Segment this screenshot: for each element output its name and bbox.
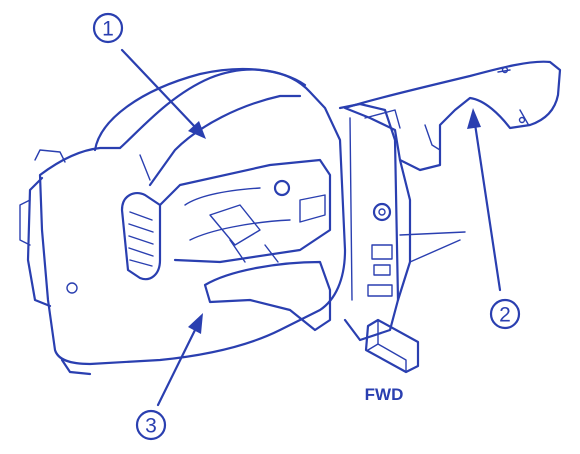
instrument-panel-drawing xyxy=(19,60,562,376)
leader-arrow-3 xyxy=(156,313,203,407)
forward-direction-arrow xyxy=(364,318,420,374)
callout-1-label: 1 xyxy=(102,18,114,41)
leader-arrow-1 xyxy=(120,48,206,139)
leader-arrow-2 xyxy=(467,108,502,292)
callout-3-label: 3 xyxy=(145,415,157,438)
callout-1: 1 xyxy=(92,12,124,44)
callout-2: 2 xyxy=(489,298,521,330)
callout-2-label: 2 xyxy=(499,304,511,327)
fwd-label: FWD xyxy=(365,385,404,404)
callout-3: 3 xyxy=(135,409,167,441)
